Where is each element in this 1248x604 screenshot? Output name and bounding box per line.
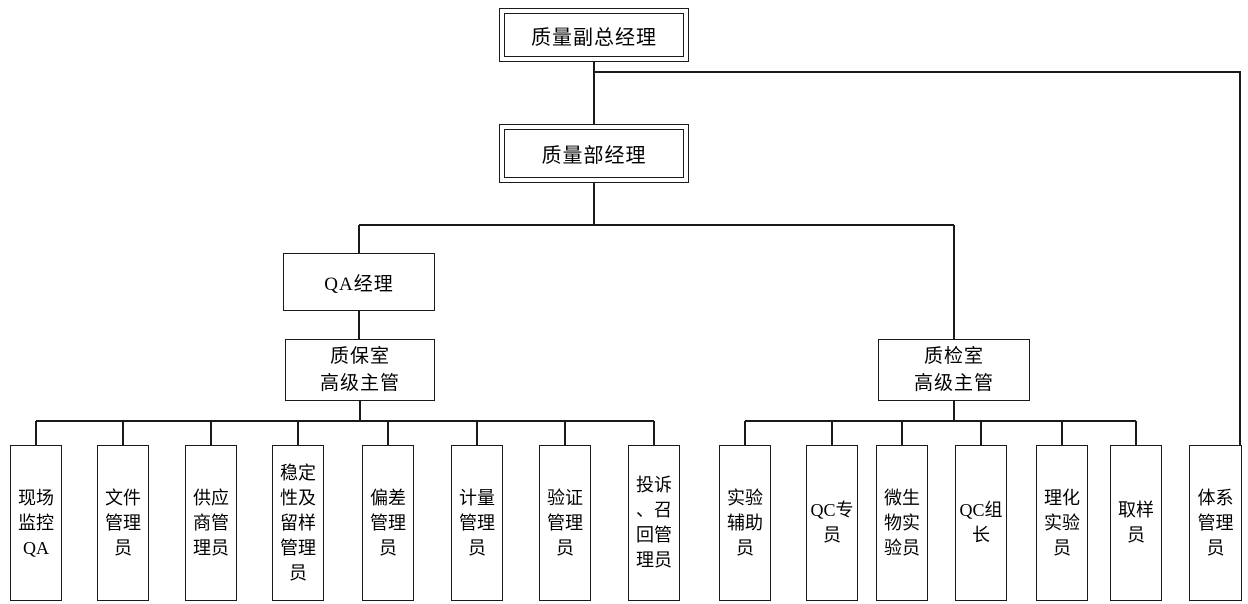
node-label: 实验辅助员	[727, 487, 763, 558]
node-label: 质量部经理	[541, 145, 647, 167]
node-metrology-admin: 计量管理员	[451, 445, 503, 601]
node-label: QC专员	[810, 500, 854, 545]
node-label: 稳定性及留样管理员	[280, 462, 316, 583]
node-qa-manager: QA经理	[283, 253, 435, 311]
node-quality-vp-frame: 质量副总经理	[504, 13, 684, 57]
node-label: 验证管理员	[547, 487, 583, 558]
node-label: 取样员	[1118, 500, 1154, 545]
node-qc-team-leader: QC组长	[955, 445, 1007, 601]
node-document-admin: 文件管理员	[97, 445, 149, 601]
node-qa-office-supervisor: 质保室 高级主管	[285, 339, 435, 401]
node-label: 微生物实验员	[884, 487, 920, 558]
node-qc-office-supervisor: 质检室 高级主管	[878, 339, 1030, 401]
node-stability-sample-admin: 稳定性及留样管理员	[272, 445, 324, 601]
node-quality-dept-manager: 质量部经理	[499, 124, 689, 183]
node-label: 投诉、召回管理员	[636, 475, 672, 570]
node-label: 理化实验员	[1044, 487, 1080, 558]
node-supplier-admin: 供应商管理员	[185, 445, 237, 601]
node-deviation-admin: 偏差管理员	[362, 445, 414, 601]
node-label: 体系管理员	[1197, 487, 1234, 558]
node-qc-specialist: QC专员	[806, 445, 858, 601]
node-label: QC组长	[959, 500, 1003, 545]
node-label: 偏差管理员	[370, 487, 406, 558]
node-physchem-tester: 理化实验员	[1036, 445, 1088, 601]
node-microbiology-tester: 微生物实验员	[876, 445, 928, 601]
node-system-administrator: 体系管理员	[1189, 445, 1242, 601]
node-quality-dept-manager-frame: 质量部经理	[504, 129, 684, 178]
node-label: 计量管理员	[459, 487, 495, 558]
node-validation-admin: 验证管理员	[539, 445, 591, 601]
node-quality-vp: 质量副总经理	[499, 8, 689, 62]
node-onsite-qa: 现场监控QA	[10, 445, 62, 601]
node-label: 文件管理员	[105, 487, 141, 558]
node-sampler: 取样员	[1110, 445, 1162, 601]
node-label: 供应商管理员	[193, 487, 229, 558]
node-lab-assistant: 实验辅助员	[719, 445, 771, 601]
node-label: 质量副总经理	[531, 26, 657, 49]
node-label: 质检室 高级主管	[913, 346, 994, 394]
node-complaint-recall-admin: 投诉、召回管理员	[628, 445, 680, 601]
node-label: 质保室 高级主管	[319, 346, 400, 394]
node-label: 现场监控QA	[18, 487, 54, 558]
node-label: QA经理	[324, 273, 394, 295]
